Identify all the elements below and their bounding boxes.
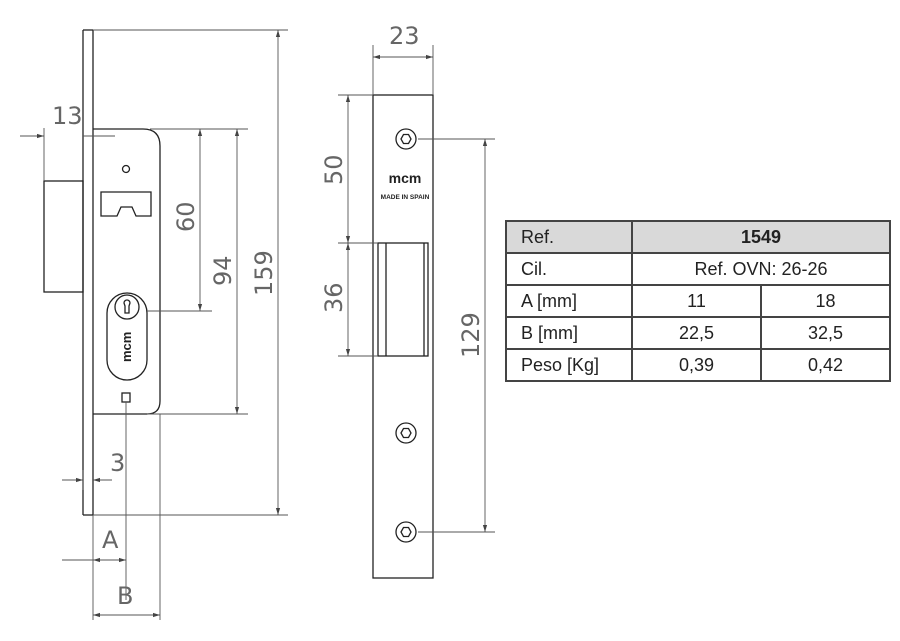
table-row: Cil. Ref. OVN: 26-26 bbox=[505, 252, 891, 286]
dim-b: B bbox=[117, 582, 133, 610]
table-header-row: Ref. 1549 bbox=[505, 220, 891, 254]
row-label: A [mm] bbox=[505, 284, 633, 318]
dim-23: 23 bbox=[389, 22, 420, 50]
lock-side-view: mcm 13 60 94 159 3 A B bbox=[20, 29, 288, 620]
row-label: Peso [Kg] bbox=[505, 348, 633, 382]
cylinder-logo: mcm bbox=[119, 332, 134, 362]
brand-logo: mcm bbox=[389, 170, 422, 186]
follower-hole bbox=[121, 164, 131, 174]
faceplate bbox=[372, 94, 434, 579]
deadbolt bbox=[43, 180, 84, 293]
table-row: A [mm] 11 18 bbox=[505, 284, 891, 318]
screw-icon bbox=[395, 128, 417, 150]
row-value: 32,5 bbox=[760, 316, 891, 350]
made-in-spain-label: MADE IN SPAIN bbox=[381, 194, 430, 201]
row-value: 18 bbox=[760, 284, 891, 318]
dim-159: 159 bbox=[250, 250, 278, 296]
small-square bbox=[121, 392, 131, 403]
faceplate-front-view: mcm MADE IN SPAIN 23 50 36 129 bbox=[320, 22, 495, 579]
dim-36: 36 bbox=[320, 282, 348, 313]
dim-129: 129 bbox=[457, 312, 485, 358]
keyhole-icon bbox=[114, 294, 140, 320]
lock-case bbox=[93, 128, 161, 415]
latch-slot bbox=[100, 191, 152, 217]
screw-icon bbox=[395, 422, 417, 444]
table-row: Peso [Kg] 0,39 0,42 bbox=[505, 348, 891, 382]
dim-94: 94 bbox=[209, 255, 237, 286]
latch bbox=[377, 242, 429, 357]
dim-3: 3 bbox=[110, 449, 125, 477]
row-value: 0,39 bbox=[631, 348, 762, 382]
screw-icon bbox=[395, 521, 417, 543]
row-value: 22,5 bbox=[631, 316, 762, 350]
dim-13: 13 bbox=[52, 102, 83, 130]
header-label: Ref. bbox=[505, 220, 633, 254]
row-value: 0,42 bbox=[760, 348, 891, 382]
cylinder-oval bbox=[106, 292, 148, 381]
row-value: 11 bbox=[631, 284, 762, 318]
row-label: B [mm] bbox=[505, 316, 633, 350]
dim-50: 50 bbox=[320, 154, 348, 185]
dim-a: A bbox=[102, 526, 119, 554]
row-label: Cil. bbox=[505, 252, 633, 286]
row-value: Ref. OVN: 26-26 bbox=[631, 252, 891, 286]
table-row: B [mm] 22,5 32,5 bbox=[505, 316, 891, 350]
dim-60: 60 bbox=[172, 201, 200, 232]
header-ref-value: 1549 bbox=[631, 220, 891, 254]
spec-table: Ref. 1549 Cil. Ref. OVN: 26-26 A [mm] 11… bbox=[505, 220, 891, 382]
